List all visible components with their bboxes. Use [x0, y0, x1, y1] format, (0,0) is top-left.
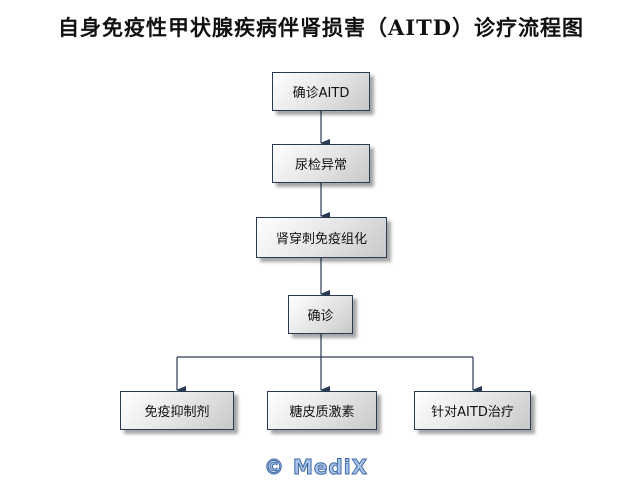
node-immunosuppressant: 免疫抑制剂 — [120, 391, 234, 430]
node-urine-abnormal: 尿检异常 — [272, 144, 370, 183]
node-renal-biopsy: 肾穿刺免疫组化 — [256, 217, 387, 258]
medix-watermark: © MediX — [263, 455, 369, 480]
node-aitd-treatment: 针对AITD治疗 — [414, 391, 531, 430]
page-title: 自身免疫性甲状腺疾病伴肾损害（AITD）诊疗流程图 — [58, 15, 584, 40]
node-glucocorticoid: 糖皮质激素 — [267, 391, 377, 430]
node-confirm-aitd: 确诊AITD — [272, 72, 370, 111]
node-diagnosis: 确诊 — [288, 295, 353, 334]
